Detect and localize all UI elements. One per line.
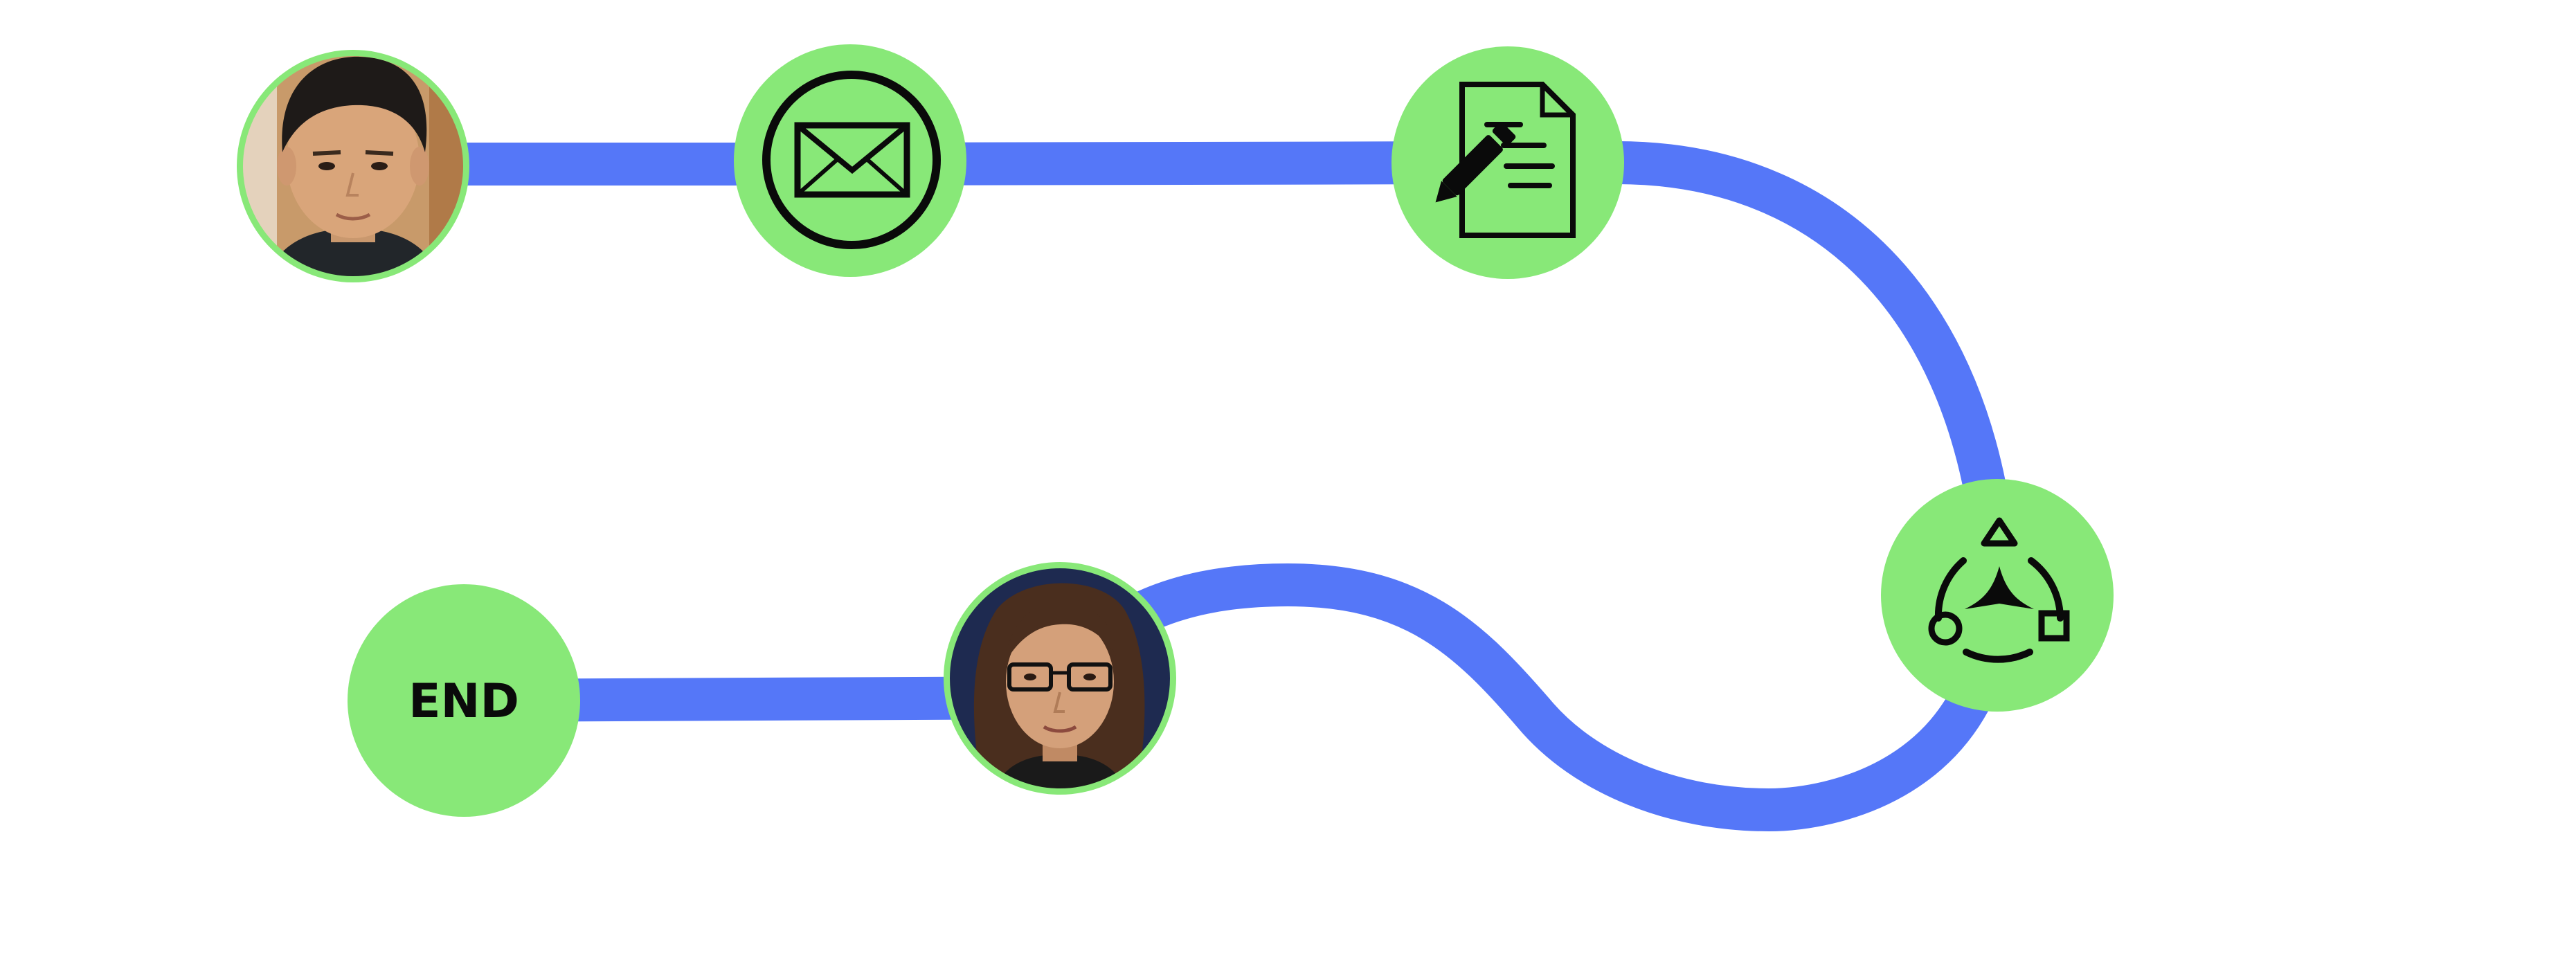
document-pen-icon	[1435, 82, 1576, 238]
person-2-avatar	[944, 562, 1176, 795]
envelope-icon	[762, 71, 941, 249]
shapes-cycle-icon	[1928, 517, 2070, 663]
document-edit-node	[1391, 46, 1624, 279]
end-node: END	[348, 584, 580, 817]
email-node	[734, 44, 966, 277]
person-1-avatar	[237, 50, 469, 282]
connector-segment-4	[1126, 563, 2019, 832]
workflow-node	[1881, 479, 2114, 712]
connector-path	[353, 141, 2019, 832]
end-node-label: END	[408, 674, 519, 729]
